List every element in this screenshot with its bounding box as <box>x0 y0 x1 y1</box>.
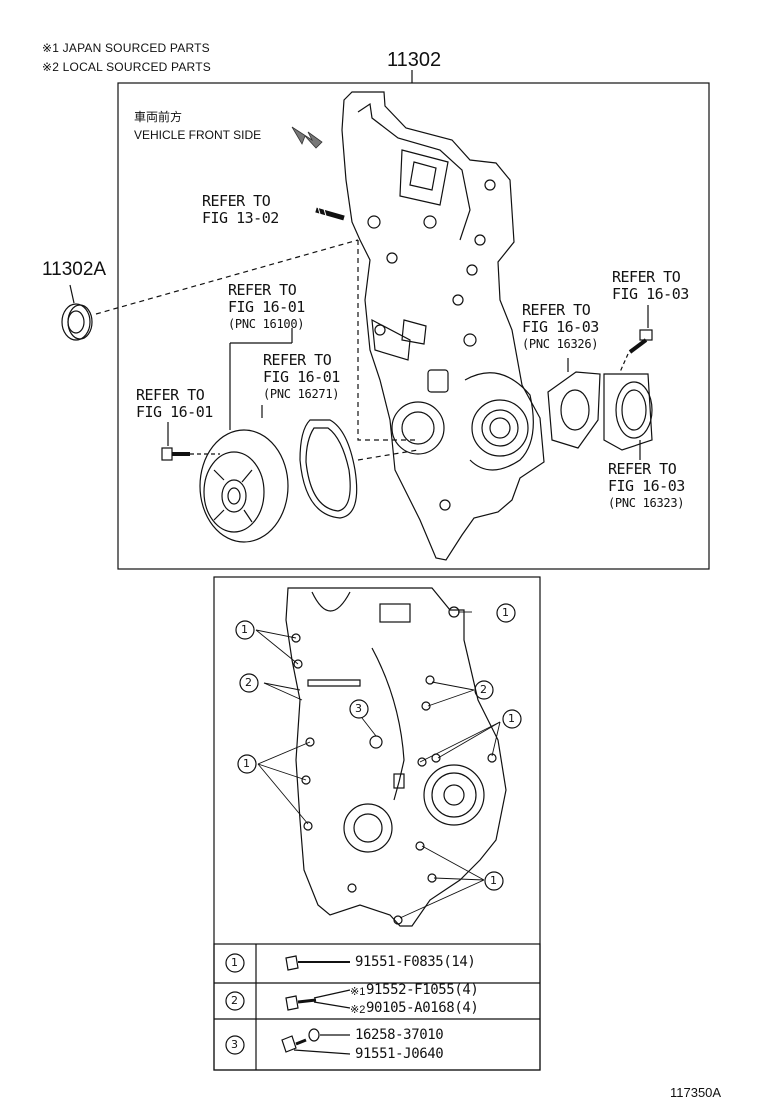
water-pump-icon <box>199 429 289 543</box>
refer-line-2: FIG 16-01 <box>263 368 340 386</box>
refer-line-1: REFER TO <box>608 460 677 478</box>
refer-line-1: REFER TO <box>263 351 332 369</box>
callout-circle <box>496 603 516 623</box>
bolt-right-icon <box>628 329 653 354</box>
seal-leader <box>69 284 75 304</box>
bolt-icon <box>161 447 190 461</box>
timing-cover-outline <box>341 91 545 561</box>
callout-1: 1 <box>241 623 248 636</box>
note-local-sourced: ※2 LOCAL SOURCED PARTS <box>42 60 211 74</box>
refer-fig-16-01-pnc-16271: REFER TO FIG 16-01 (PNC 16271) <box>263 352 340 403</box>
refer-line-1: REFER TO <box>136 386 205 404</box>
refer-line-1: REFER TO <box>522 301 591 319</box>
legend-marker-2: 2 <box>231 994 238 1007</box>
legend-part-91551-F0835: 91551-F0835(14) <box>355 954 476 970</box>
callout-1: 1 <box>502 606 509 619</box>
refer-fig-16-01-bolt: REFER TO FIG 16-01 <box>136 387 213 421</box>
legend-table <box>213 943 541 1071</box>
refer-pnc: (PNC 16326) <box>522 337 599 351</box>
refer-fig-16-03-bolt: REFER TO FIG 16-03 <box>612 269 689 303</box>
legend-marker-3: 3 <box>231 1038 238 1051</box>
vehicle-front-jp: 車両前方 <box>134 110 183 124</box>
refer-line-2: FIG 16-01 <box>136 403 213 421</box>
refer-line-1: REFER TO <box>612 268 681 286</box>
legend-marker-1: 1 <box>231 956 238 969</box>
refer-pnc: (PNC 16100) <box>228 317 305 331</box>
refer-line-1: REFER TO <box>202 192 271 210</box>
upper-frame <box>117 82 710 570</box>
refer-line-1: REFER TO <box>228 281 297 299</box>
callout-3: 3 <box>355 702 362 715</box>
housing-gasket-icon <box>547 371 601 449</box>
note-japan-sourced: ※1 JAPAN SOURCED PARTS <box>42 41 210 55</box>
refer-line-2: FIG 16-03 <box>612 285 689 303</box>
vehicle-front-en: VEHICLE FRONT SIDE <box>134 128 262 142</box>
legend-part-91551-J0640: 91551-J0640 <box>355 1046 444 1062</box>
refer-pnc: (PNC 16323) <box>608 496 685 510</box>
callout-leaders <box>255 611 501 919</box>
refer-fig-13-02: REFER TO FIG 13-02 <box>202 193 279 227</box>
legend-part-90105-A0168: 90105-A0168(4) <box>366 1000 479 1016</box>
callout-2: 2 <box>245 676 252 689</box>
legend-mark-japan: ※1 <box>350 986 366 998</box>
oil-seal-icon <box>61 303 93 341</box>
refer-fig-16-01-pnc-16100: REFER TO FIG 16-01 (PNC 16100) <box>228 282 305 333</box>
legend-bolt-2-icon <box>285 989 351 1011</box>
callout-1: 1 <box>490 874 497 887</box>
water-outlet-icon <box>603 373 653 451</box>
refer-line-2: FIG 13-02 <box>202 209 279 227</box>
refer-line-2: FIG 16-03 <box>608 477 685 495</box>
refer-line-2: FIG 16-03 <box>522 318 599 336</box>
legend-part-16258-37010: 16258-37010 <box>355 1027 444 1043</box>
legend-mark-local: ※2 <box>350 1004 366 1016</box>
figure-id: 117350A <box>670 1085 722 1100</box>
refer-line-2: FIG 16-01 <box>228 298 305 316</box>
callout-2: 2 <box>480 683 487 696</box>
callout-1: 1 <box>243 757 250 770</box>
legend-bolt-3-icon <box>281 1028 351 1055</box>
seal-part-number: 11302A <box>42 259 107 280</box>
refer-fig-16-03-pnc-16326: REFER TO FIG 16-03 (PNC 16326) <box>522 302 599 353</box>
legend-part-91552-F1055: 91552-F1055(4) <box>366 982 479 998</box>
stud-bolt-icon <box>315 206 345 221</box>
pump-gasket-icon <box>299 419 358 519</box>
legend-bolt-1-icon <box>285 955 350 971</box>
lower-cover-outline <box>285 587 507 927</box>
main-part-number: 11302 <box>387 49 442 71</box>
seal-dashed-line <box>95 239 359 315</box>
callout-1: 1 <box>508 712 515 725</box>
refer-pnc: (PNC 16271) <box>263 387 340 401</box>
front-arrow-icon <box>291 126 323 149</box>
refer-fig-16-03-pnc-16323: REFER TO FIG 16-03 (PNC 16323) <box>608 461 685 512</box>
